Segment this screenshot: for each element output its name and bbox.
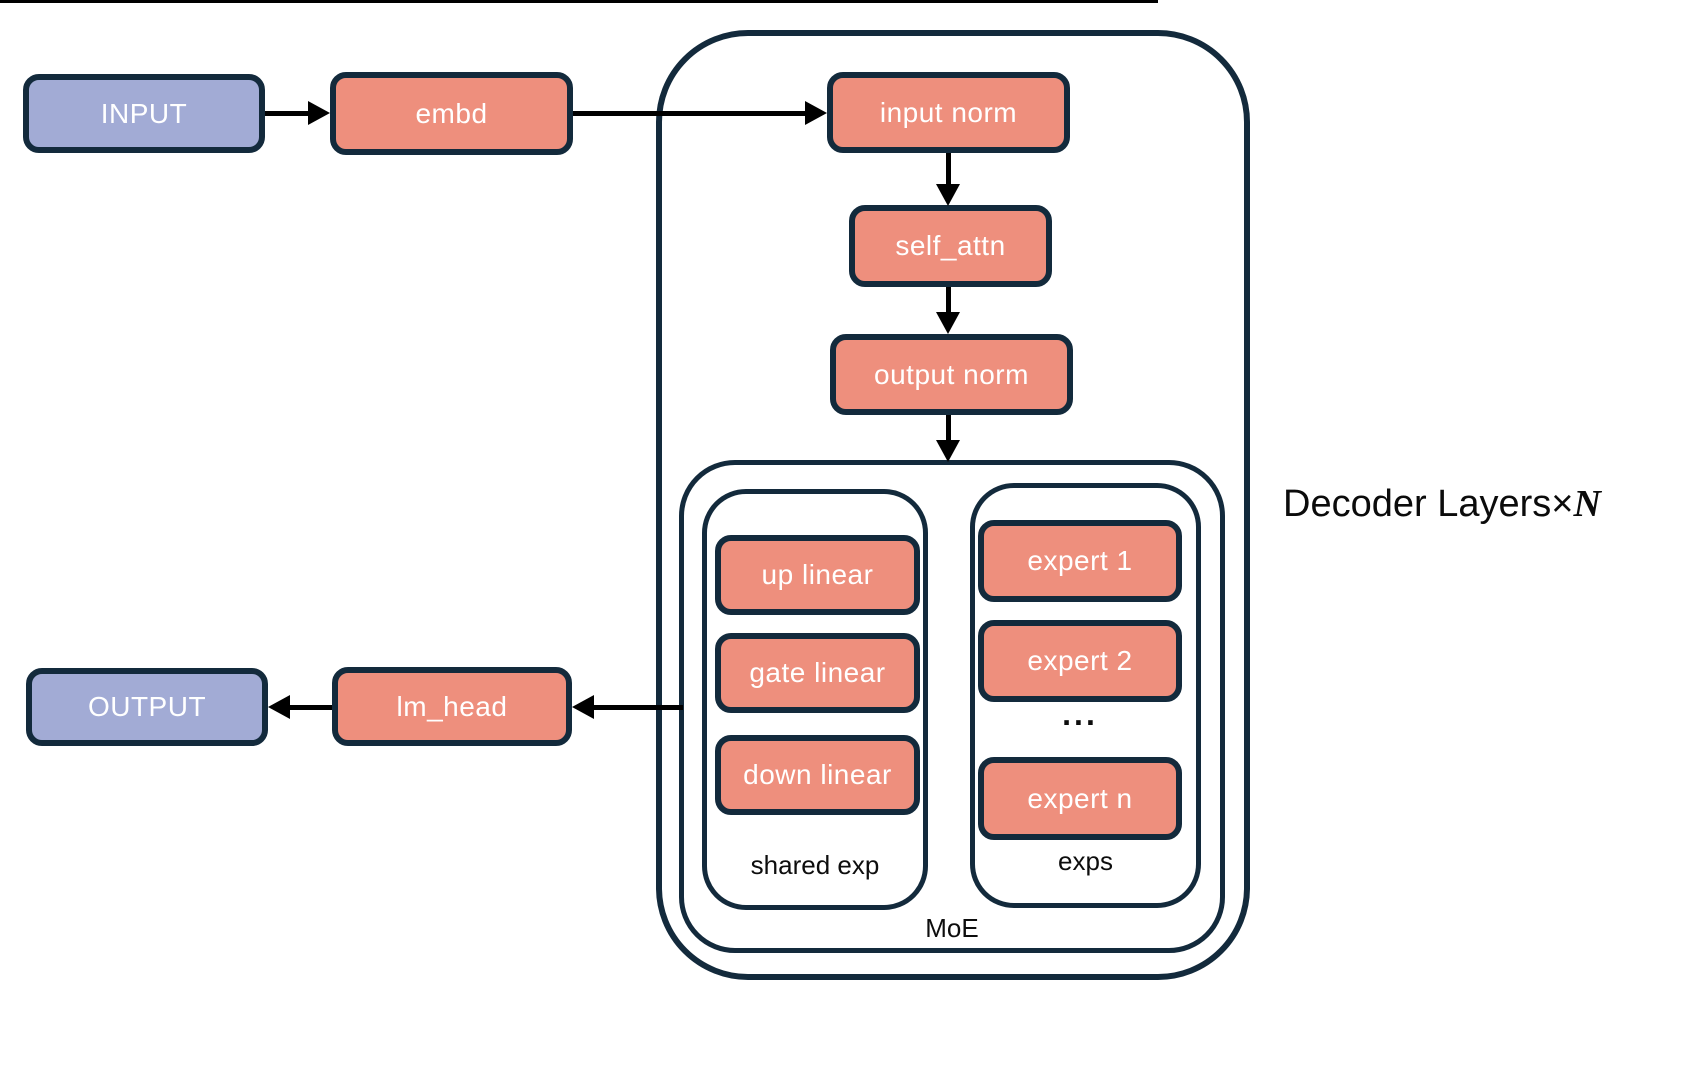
arrow-line (573, 111, 807, 116)
node-up-linear: up linear (715, 535, 920, 615)
node-lm-head: lm_head (332, 667, 572, 746)
arrow-head (805, 101, 827, 125)
decoder-layers-container (656, 30, 1250, 980)
node-output-norm: output norm (830, 334, 1073, 415)
experts-ellipsis: ... (1062, 696, 1098, 732)
exps-label: exps (1058, 846, 1113, 876)
node-down-linear: down linear (715, 735, 920, 815)
node-input: INPUT (23, 74, 265, 153)
arrow-head (936, 312, 960, 334)
arrow-line (946, 415, 951, 442)
arrow-head (936, 184, 960, 206)
arrow-line (946, 153, 951, 187)
arrow-line (592, 705, 683, 710)
node-expert-1: expert 1 (978, 520, 1182, 602)
node-gate-linear: gate linear (715, 633, 920, 713)
node-output: OUTPUT (26, 668, 268, 746)
node-input-norm: input norm (827, 72, 1070, 153)
decoder-layers-label: Decoder Layers×N (1283, 482, 1601, 526)
node-expert-2: expert 2 (978, 620, 1182, 702)
arrow-line (288, 705, 332, 710)
node-expert-n: expert n (978, 757, 1182, 840)
arrow-head (308, 101, 330, 125)
decoder-layers-n-symbol: N (1573, 483, 1601, 525)
node-embd: embd (330, 72, 573, 155)
arrow-head (936, 440, 960, 462)
moe-label: MoE (925, 913, 979, 943)
top-edge-line (0, 0, 1158, 3)
arrow-head (268, 695, 290, 719)
node-self-attn: self_attn (849, 205, 1052, 287)
shared-exp-label: shared exp (750, 850, 880, 880)
decoder-layers-label-text: Decoder Layers× (1283, 483, 1574, 525)
arrow-head (572, 695, 594, 719)
arrow-line (265, 111, 312, 116)
arrow-line (946, 287, 951, 314)
exps-container: exps (970, 483, 1201, 908)
shared-exp-container: shared exp (702, 489, 928, 910)
